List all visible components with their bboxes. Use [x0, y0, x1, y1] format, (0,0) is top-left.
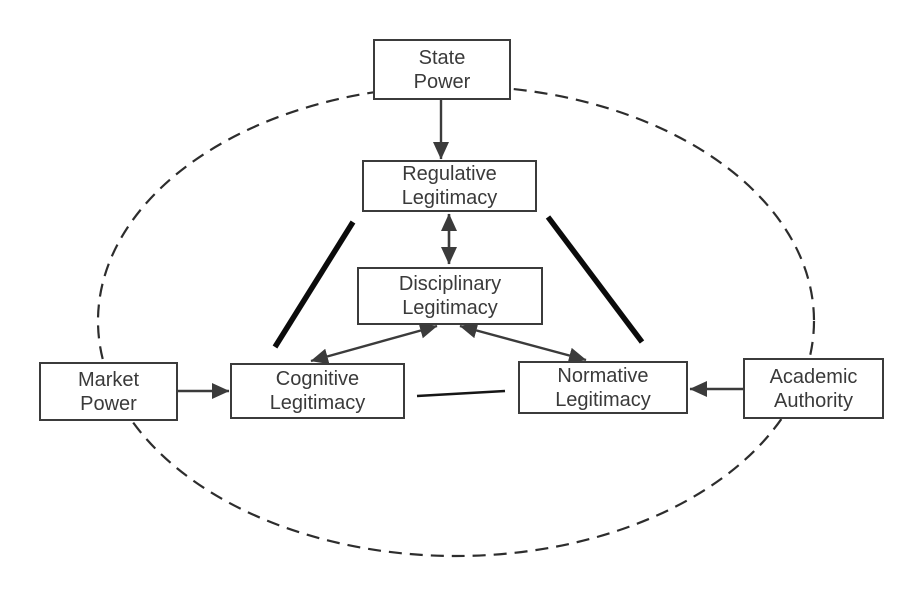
node-market-power: Market Power	[39, 362, 178, 421]
node-disciplinary-legitimacy: Disciplinary Legitimacy	[357, 267, 543, 325]
node-normative-legitimacy: Normative Legitimacy	[518, 361, 688, 414]
node-cognitive-legitimacy: Cognitive Legitimacy	[230, 363, 405, 419]
edge-disciplinary-normative-double-arrow	[459, 322, 587, 364]
edge-disciplinary-cognitive-double-arrow	[310, 322, 438, 365]
node-academic-authority: Academic Authority	[743, 358, 884, 419]
edge-regulative-normative-thick-line	[545, 215, 645, 344]
edge-regulative-cognitive-thick-line	[272, 220, 356, 349]
edge-cognitive-normative-plain-line	[416, 389, 506, 398]
node-regulative-legitimacy: Regulative Legitimacy	[362, 160, 537, 212]
node-state-power: State Power	[373, 39, 511, 100]
